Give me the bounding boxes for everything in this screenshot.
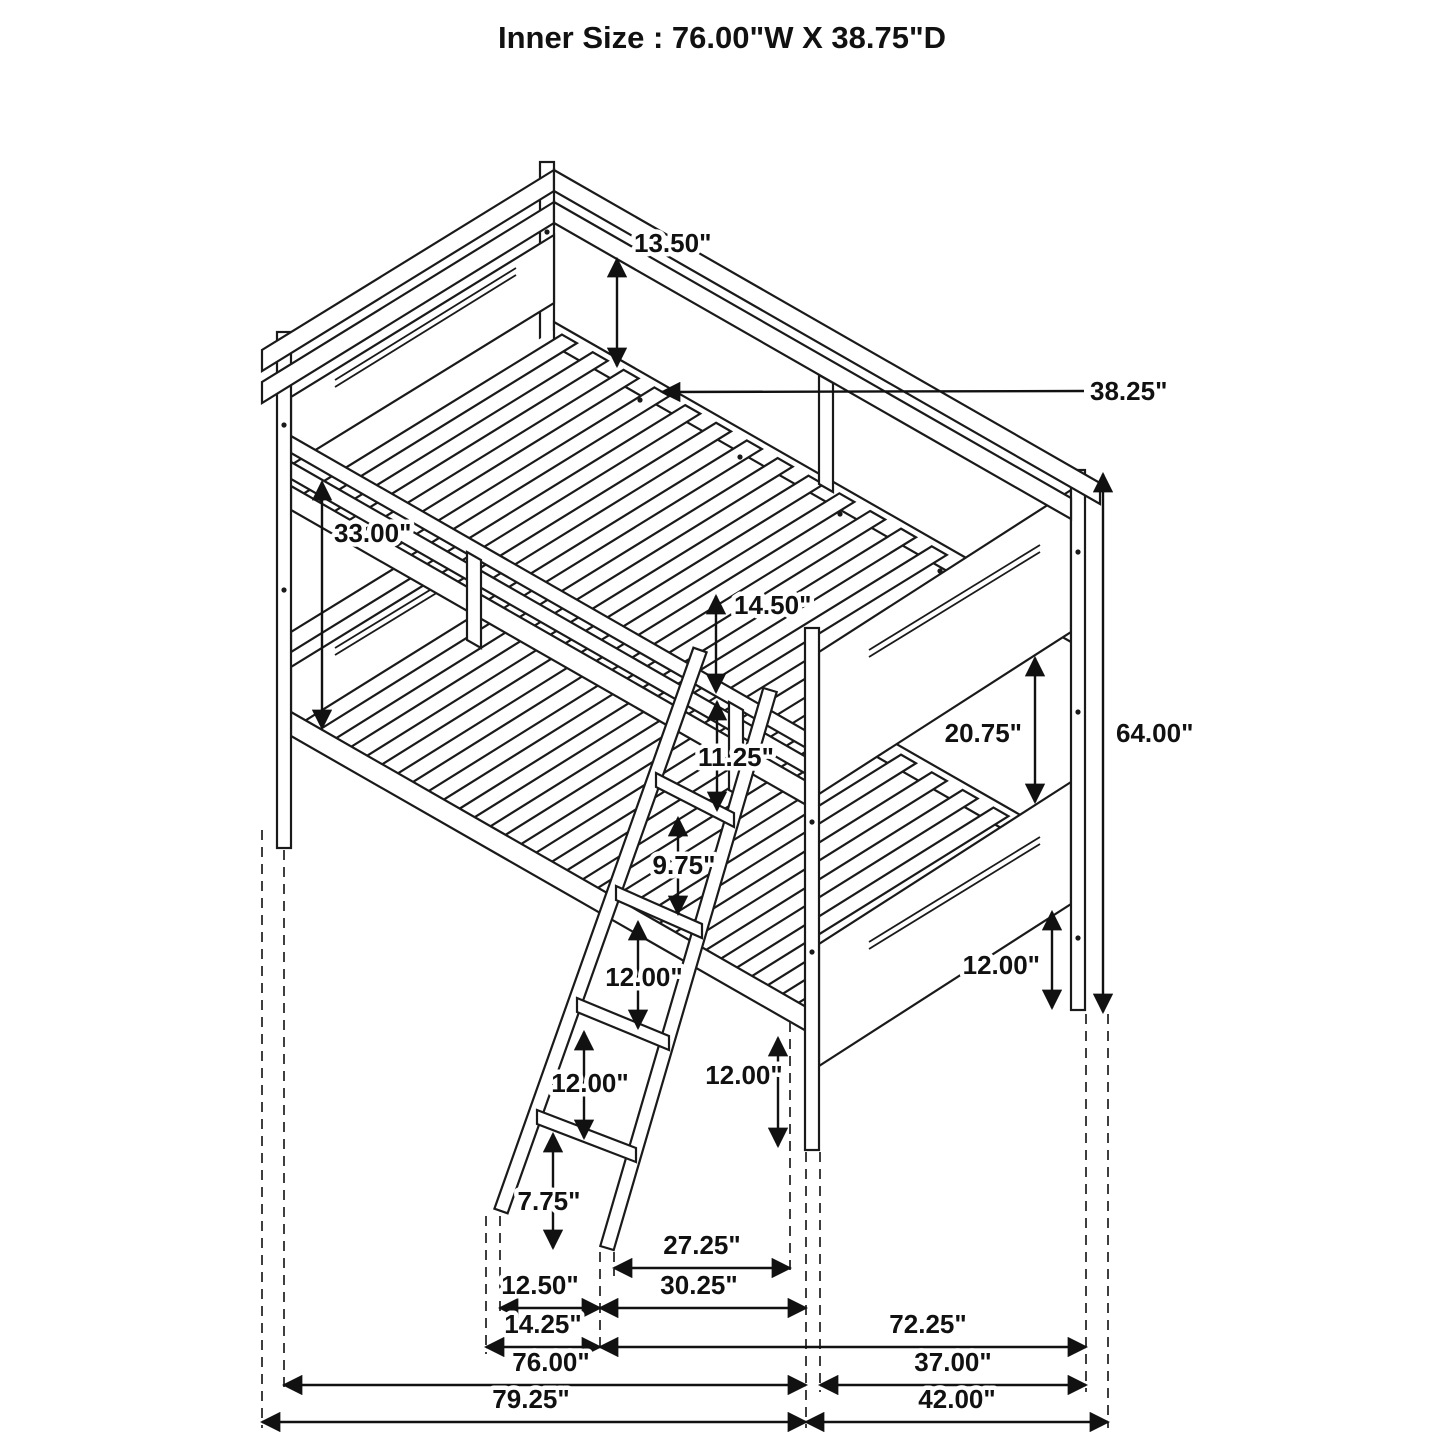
dim-ladder-outer-width: 14.25" — [483, 1305, 603, 1358]
dim-overall-height: 64.00" — [1092, 471, 1198, 1015]
dim-overall-depth: 42.00" — [803, 1380, 1111, 1433]
far-rail-support — [817, 373, 835, 494]
dim-rail-to-lower-deck: 33.00" — [311, 479, 416, 731]
dim-label-right-leg-clearance: 12.00" — [963, 950, 1040, 980]
dim-lower-bunk-clearance: 12.00" — [701, 1035, 789, 1149]
dim-label-overall-depth: 42.00" — [918, 1384, 995, 1414]
dim-label-lower-bunk-clearance: 12.00" — [705, 1060, 782, 1090]
dim-label-step-spacing-mid: 12.00" — [605, 962, 682, 992]
upper-headboard-slot — [334, 267, 517, 381]
ladder-right-stringer — [598, 686, 779, 1252]
ladder-left-stringer — [492, 646, 709, 1215]
dim-label-length-to-ladder: 72.25" — [889, 1309, 966, 1339]
front-post — [803, 626, 821, 1152]
dim-label-bunk-gap: 20.75" — [945, 718, 1022, 748]
far-second-rail — [552, 200, 1073, 521]
lower-end-slot — [868, 843, 1041, 950]
dim-label-ladder-hook-spacing: 11.25" — [698, 742, 774, 772]
dim-ladder-span: 30.25" — [597, 1266, 809, 1319]
dim-guardrail-height: 14.50" — [705, 586, 816, 695]
dim-label-inner-length: 76.00" — [512, 1347, 589, 1377]
guard-rail-support — [465, 550, 483, 650]
dim-ladder-hook-spacing: 11.25" — [694, 699, 778, 813]
dim-bunk-gap: 20.75" — [940, 655, 1046, 805]
dim-label-overall-height: 64.00" — [1116, 718, 1193, 748]
dim-step-spacing-top: 9.75" — [648, 815, 720, 917]
dim-label-step-spacing-lower: 12.00" — [551, 1068, 628, 1098]
dim-inner-depth: 38.25" — [659, 372, 1172, 411]
dim-label-rail-to-lower-deck: 33.00" — [334, 518, 411, 548]
dim-length-to-ladder: 72.25" — [597, 1305, 1089, 1358]
dim-end-depth: 37.00" — [817, 1343, 1089, 1396]
dim-right-leg-clearance: 12.00" — [958, 909, 1063, 1011]
lower-end-slot — [868, 836, 1041, 943]
upper-end-slot — [868, 551, 1041, 658]
dim-bottom-step-height: 7.75" — [513, 1131, 585, 1251]
dimension-annotations: 13.50" 38.25" 33.00" 14.50" 20.75" 64.00… — [259, 224, 1198, 1433]
dim-label-guardrail-height: 14.50" — [734, 590, 811, 620]
dim-label-inner-depth: 38.25" — [1090, 376, 1167, 406]
dim-label-overall-length: 79.25" — [492, 1384, 569, 1414]
fastener-dots — [281, 229, 1081, 955]
dim-label-rail-gap: 13.50" — [634, 228, 711, 258]
dim-inner-length: 76.00" — [281, 1343, 809, 1396]
page-title: Inner Size : 76.00"W X 38.75"D — [498, 20, 946, 55]
dim-label-step-spacing-top: 9.75" — [653, 850, 716, 880]
dim-label-ladder-inner-width: 12.50" — [501, 1270, 578, 1300]
ladder-tread — [575, 996, 671, 1052]
dim-rail-gap: 13.50" — [606, 224, 716, 369]
dim-ladder-inner-width: 12.50" — [497, 1266, 603, 1319]
dim-label-bottom-step-height: 7.75" — [518, 1186, 581, 1216]
dim-label-end-depth: 37.00" — [914, 1347, 991, 1377]
ladder — [492, 646, 779, 1252]
dim-label-ladder-outer-width: 14.25" — [504, 1309, 581, 1339]
dim-step-spacing-lower: 12.00" — [547, 1029, 633, 1141]
dim-label-ladder-reach: 27.25" — [663, 1230, 740, 1260]
dim-overall-length: 79.25" — [259, 1380, 809, 1433]
upper-headboard-slot — [334, 274, 517, 388]
dim-label-ladder-span: 30.25" — [660, 1270, 737, 1300]
upper-end-slot — [868, 544, 1041, 651]
dim-ladder-reach: 27.25" — [611, 1226, 793, 1279]
dim-step-spacing-mid: 12.00" — [601, 919, 687, 1031]
